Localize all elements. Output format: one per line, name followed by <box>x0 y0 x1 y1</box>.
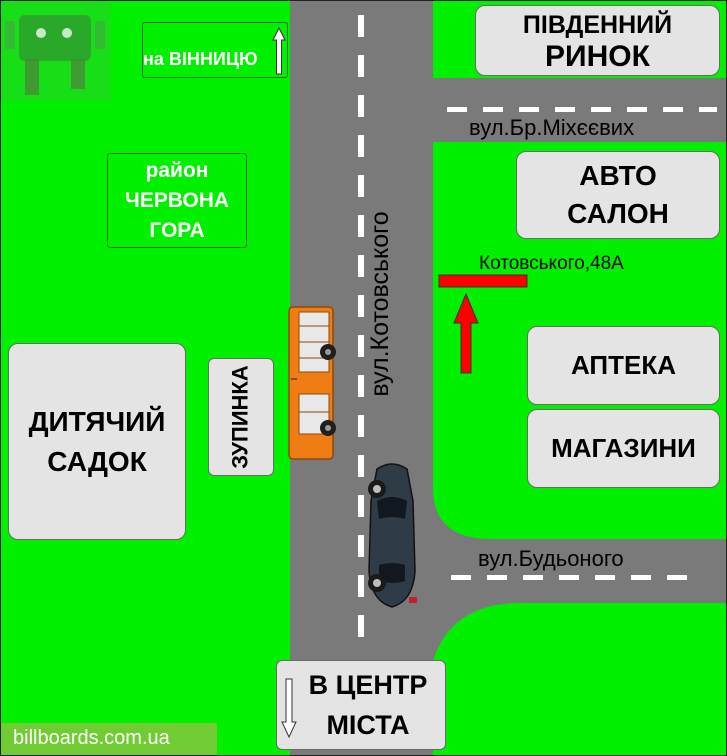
label-salon: САЛОН <box>567 198 669 229</box>
label-apteka-text: АПТЕКА <box>571 350 676 380</box>
watermark-strip <box>1 723 217 755</box>
street-label-budionnoho: вул.Будьоного <box>478 546 624 571</box>
location-marker <box>438 274 528 288</box>
label-pivdennyi-rynok: ПІВДЕННИЙ РИНОК <box>475 5 720 76</box>
label-dytiachyi-sadok: ДИТЯЧИЙ САДОК <box>8 343 186 540</box>
label-pivdennyi: ПІВДЕННИЙ <box>522 10 673 39</box>
address-label: Котовського,48А <box>479 253 624 274</box>
label-dytiachyi: ДИТЯЧИЙ <box>28 405 166 437</box>
label-v-tsentr: В ЦЕНТР <box>308 670 428 700</box>
label-hora: ГОРА <box>149 219 205 242</box>
street-label-kotovskoho: вул.Котовського <box>366 211 394 397</box>
lane-marking-kotovskoho <box>358 15 364 655</box>
lane-marking-budionnoho <box>451 575 699 580</box>
label-mista: МІСТА <box>326 710 410 740</box>
android-logo-icon <box>1 1 111 101</box>
label-na-vinnytsiu: на ВІННИЦЮ <box>142 22 288 78</box>
label-na-vinnytsiu-text: на ВІННИЦЮ <box>143 49 258 69</box>
label-v-tsentr-mista: В ЦЕНТР МІСТА <box>276 660 446 750</box>
label-mahazyny-text: МАГАЗИНИ <box>551 433 696 463</box>
label-raion-chervona-hora: район ЧЕРВОНА ГОРА <box>107 153 247 248</box>
street-label-mikheievykh: вул.Бр.Міхєєвих <box>469 115 635 140</box>
label-zupynka: ЗУПИНКА <box>208 358 274 476</box>
label-zupynka-text: ЗУПИНКА <box>228 365 253 469</box>
lane-marking-mikheievykh <box>447 107 717 112</box>
label-avtosalon: АВТО САЛОН <box>516 151 720 239</box>
label-sadok: САДОК <box>47 445 147 477</box>
label-chervona: ЧЕРВОНА <box>124 189 230 212</box>
label-avto: АВТО <box>579 160 657 191</box>
arrow-up-icon <box>272 27 286 75</box>
label-rynok: РИНОК <box>545 39 650 73</box>
watermark-text: billboards.com.ua <box>13 727 170 749</box>
car-icon <box>368 463 417 608</box>
red-arrow-up-icon <box>453 293 479 374</box>
label-mahazyny: МАГАЗИНИ <box>527 409 720 488</box>
label-raion: район <box>145 159 209 182</box>
bus-icon <box>288 306 336 460</box>
arrow-down-icon <box>281 678 297 738</box>
label-apteka: АПТЕКА <box>527 326 720 405</box>
